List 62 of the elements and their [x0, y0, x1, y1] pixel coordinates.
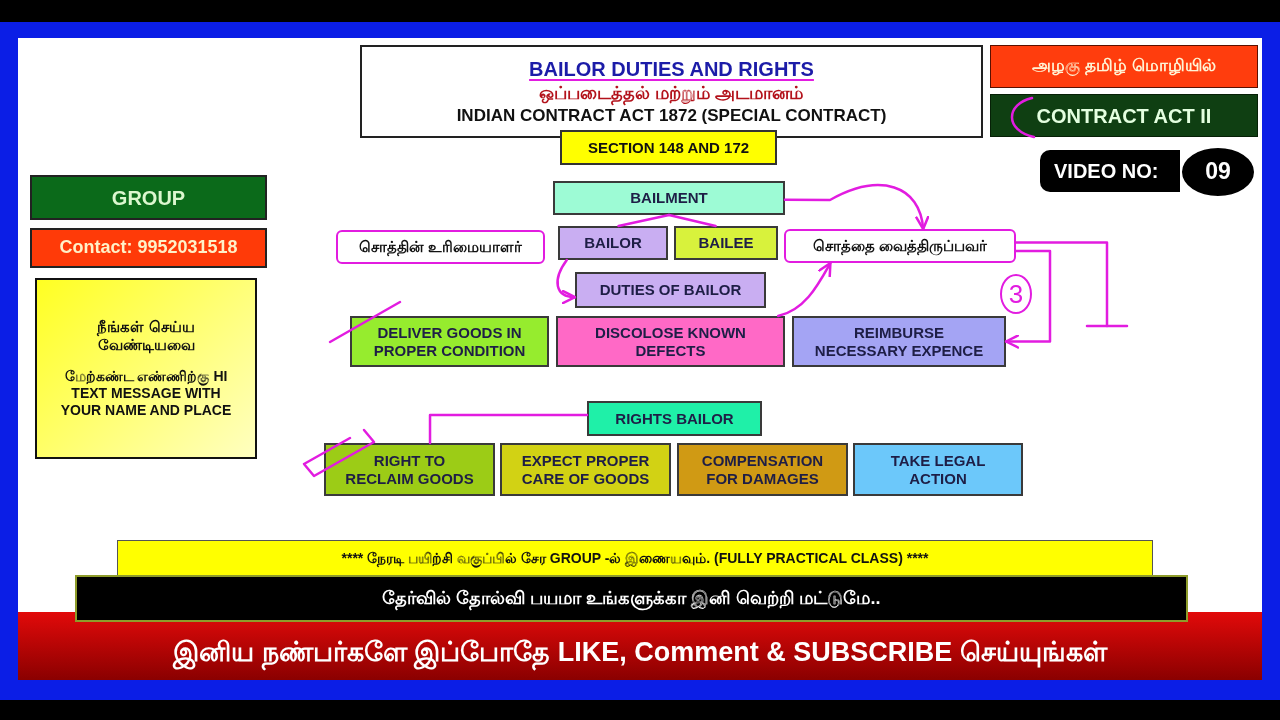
box-label: DISCOLOSE KNOWN DEFECTS: [594, 323, 747, 360]
note-text: மேற்கண்ட எண்ணிற்கு HI TEXT MESSAGE WITH YOUR NAME AND PLACE: [59, 368, 233, 419]
call-to-action-text: இனிய நண்பர்களே இப்போதே LIKE, Comment & SUBSCRIBE செய்யுங்கள்: [173, 635, 1107, 669]
handwritten-line: [428, 413, 589, 445]
box-label: REIMBURSE NECESSARY EXPENCE: [813, 323, 985, 360]
title-panel: [360, 45, 983, 138]
instructions-note: [35, 278, 257, 459]
handwritten-arrow: [1004, 249, 1052, 349]
banner-text: அழகு தமிழ் மொழியில்: [1032, 56, 1216, 77]
circled-number: 3: [1000, 274, 1032, 314]
section-text: SECTION 148 AND 172: [587, 138, 750, 157]
concept-box: [553, 181, 785, 215]
term-outline: [336, 230, 545, 264]
box-label: BAILMENT: [630, 189, 708, 207]
right-box: [324, 443, 495, 496]
title-text: BAILOR DUTIES AND RIGHTS: [529, 56, 814, 81]
box-label: TAKE LEGAL ACTION: [889, 451, 987, 488]
notice-text: **** நேரடி பயிற்சி வகுப்பில் சேர GROUP -ல் இணையவும். (FULLY PRACTICAL CLASS) ****: [341, 550, 929, 567]
note-heading: நீங்கள் செய்ய வேண்டியவை: [95, 318, 196, 355]
section-tag: [560, 130, 777, 165]
handwritten-arrow: [776, 261, 832, 318]
box-label: EXPECT PROPER CARE OF GOODS: [520, 451, 651, 488]
contact-text: Contact: 9952031518: [59, 237, 238, 259]
right-box: [500, 443, 671, 496]
video-number-pill: [1040, 150, 1180, 192]
duty-box: [556, 316, 785, 367]
handwritten-line: [667, 213, 717, 228]
box-label: BAILEE: [698, 234, 754, 252]
group-text: GROUP: [111, 185, 186, 210]
handwritten-arrow: [556, 258, 577, 304]
right-box: [677, 443, 848, 496]
handwritten-arrow: [783, 184, 929, 231]
handwritten-line: [617, 213, 671, 228]
box-label: BAILOR: [584, 234, 642, 252]
slogan-banner: [75, 575, 1188, 622]
box-label: RIGHTS BAILOR: [615, 409, 734, 428]
box-label: COMPENSATION FOR DAMAGES: [700, 451, 825, 488]
act-name-text: INDIAN CONTRACT ACT 1872 (SPECIAL CONTRACT): [456, 106, 887, 127]
language-banner: [990, 45, 1258, 88]
box-label: RIGHT TO RECLAIM GOODS: [344, 451, 475, 488]
right-box: [853, 443, 1023, 496]
course-banner: [990, 94, 1258, 137]
term-text: சொத்தின் உரிமையாளர்: [358, 238, 523, 256]
duty-box: [350, 316, 549, 367]
subtitle-text: ஒப்படைத்தல் மற்றும் அடமானம்: [539, 82, 804, 105]
term-outline: [784, 229, 1016, 263]
notice-banner: [117, 540, 1153, 577]
term-text: சொத்தை வைத்திருப்பவர்: [812, 237, 988, 255]
handwritten-line: [1014, 241, 1129, 328]
group-banner: [30, 175, 267, 220]
slogan-text: தேர்வில் தோல்வி பயமா உங்களுக்கா இனி வெற்றி மட்டுமே..: [382, 587, 881, 610]
video-number: 09: [1205, 158, 1231, 186]
box-label: DELIVER GOODS IN PROPER CONDITION: [372, 323, 527, 360]
duty-box: [792, 316, 1006, 367]
contact-banner: [30, 228, 267, 268]
party-box: [674, 226, 778, 260]
heading-box: [575, 272, 766, 308]
video-label: VIDEO NO:: [1054, 159, 1159, 183]
heading-box: [587, 401, 762, 436]
box-label: DUTIES OF BAILOR: [599, 281, 742, 299]
course-title: CONTRACT ACT II: [1036, 103, 1212, 128]
party-box: [558, 226, 668, 260]
